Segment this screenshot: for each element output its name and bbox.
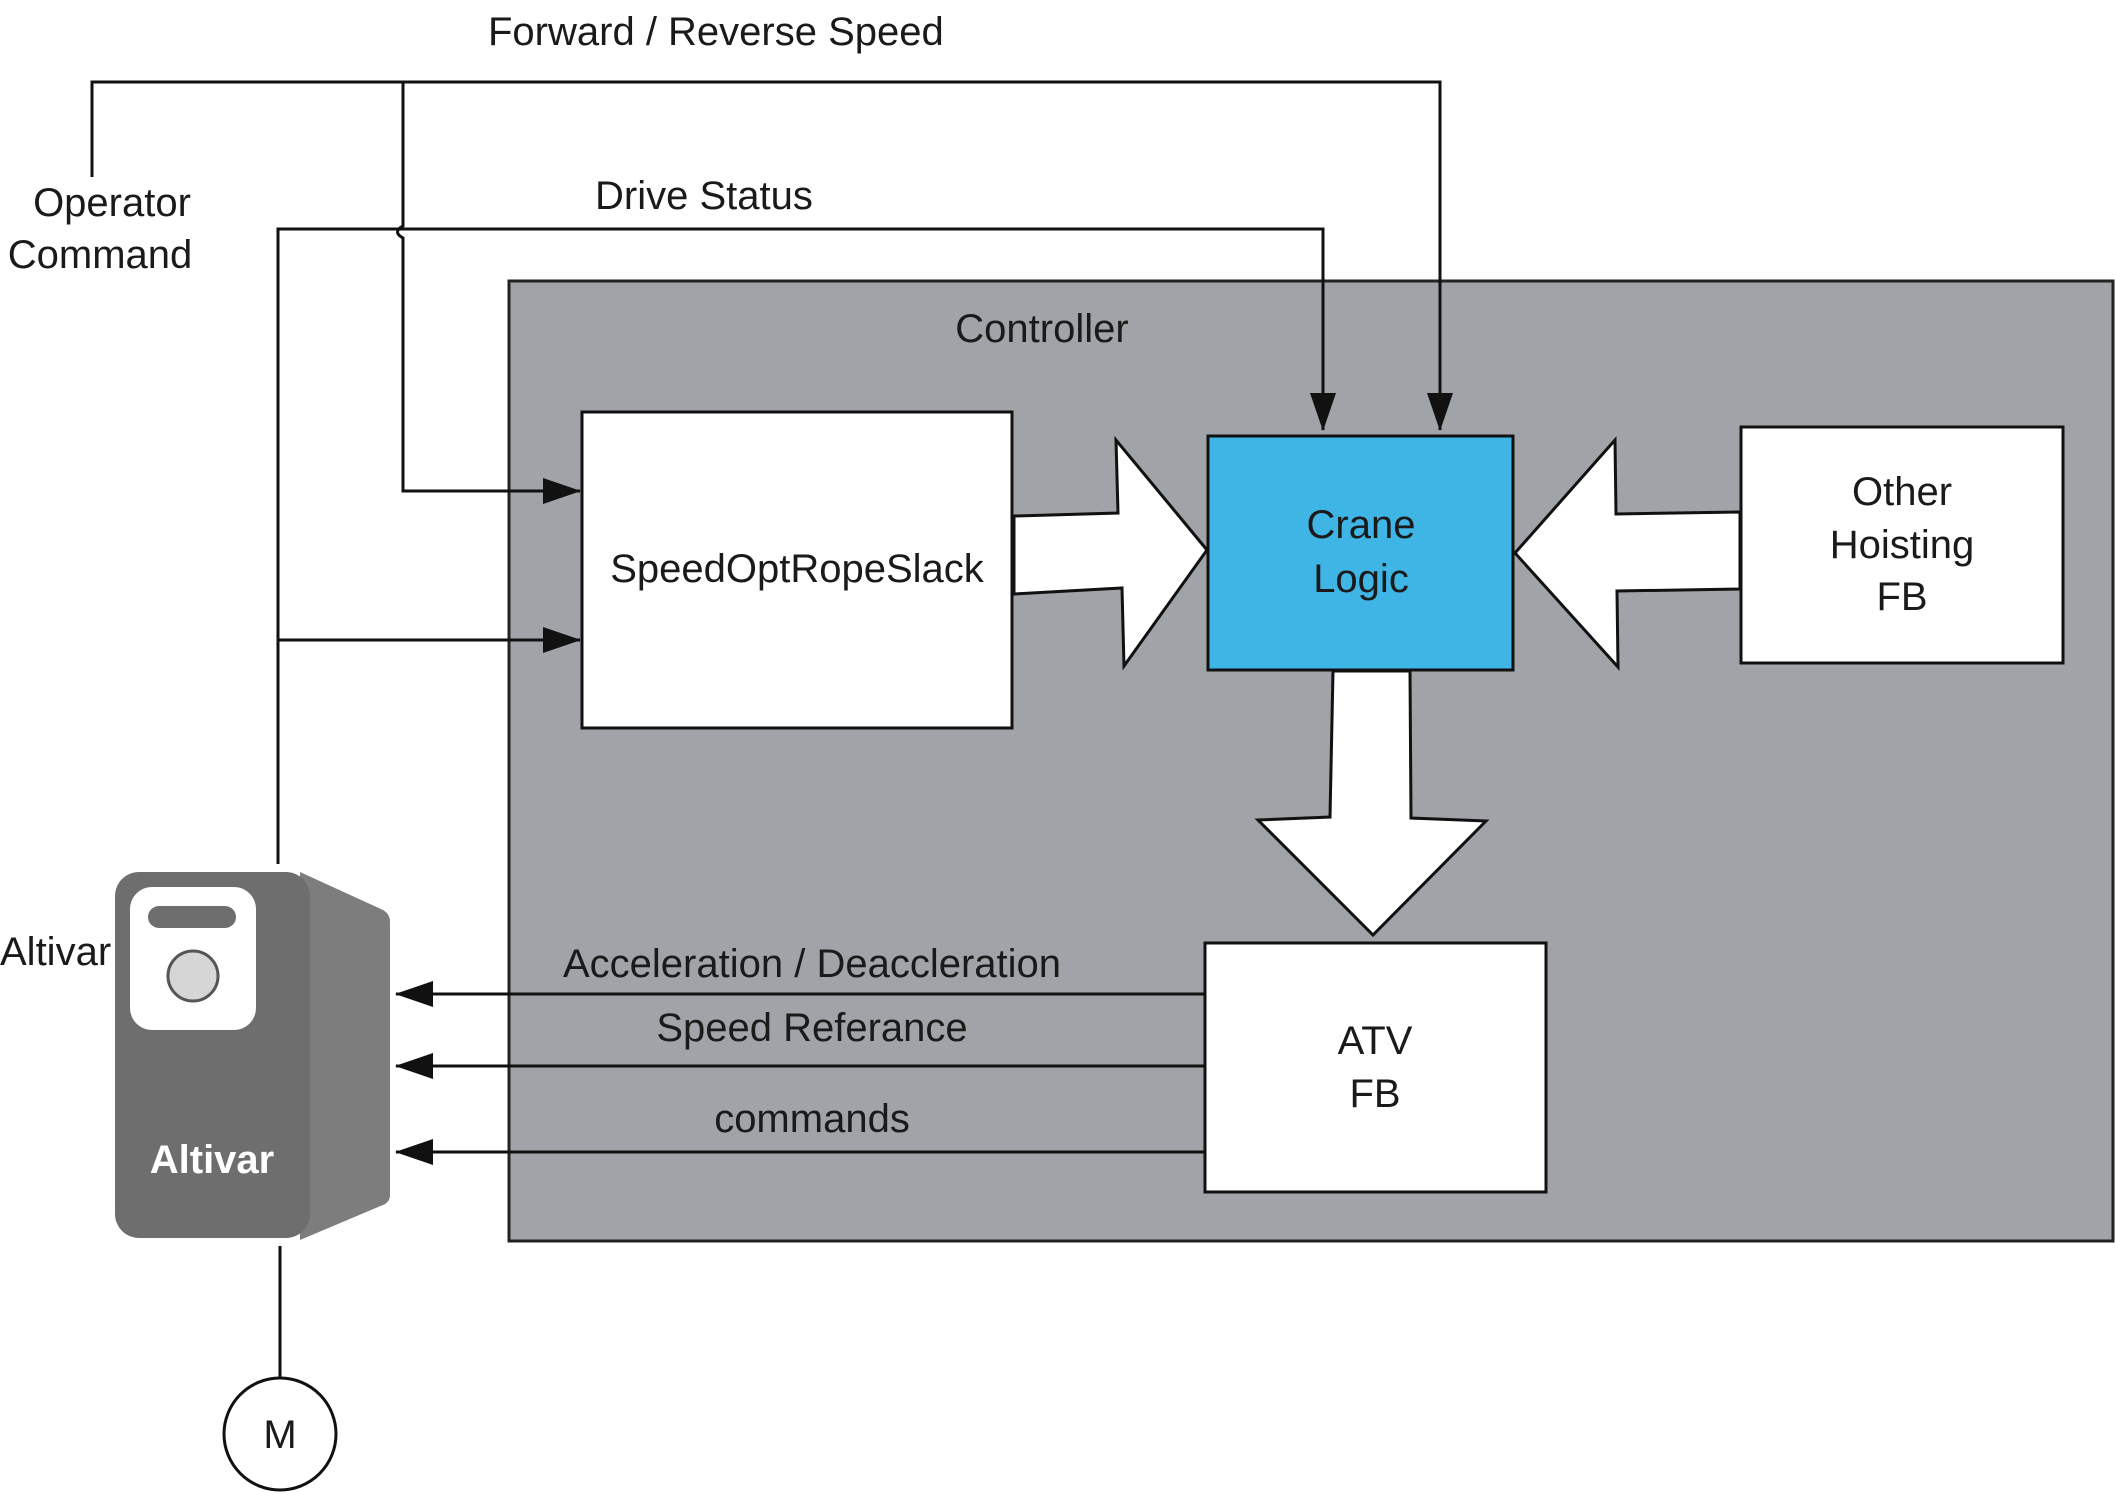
drive-knob	[166, 949, 220, 1003]
speed-branch-wire	[396, 82, 581, 504]
atv-fb-block	[1203, 941, 1548, 1194]
drive-status-wire	[276, 227, 1336, 864]
commands-label: commands	[714, 1097, 910, 1141]
atv-fb-label-2: FB	[1349, 1072, 1400, 1116]
crane-logic-label-2: Logic	[1313, 557, 1409, 601]
drive-side-panel	[300, 872, 390, 1240]
motor-circle	[222, 1376, 338, 1492]
motor-label: M	[263, 1413, 296, 1457]
other-to-crane-arrow	[1512, 436, 1742, 671]
altivar-drive: Altivar	[115, 872, 390, 1240]
drive-display	[148, 906, 236, 928]
other-hoisting-label-3: FB	[1876, 575, 1927, 619]
other-hoisting-block	[1739, 425, 2065, 665]
crane-to-atv-arrow	[1254, 669, 1490, 938]
atv-fb-label-1: ATV	[1338, 1019, 1413, 1063]
crane-logic-block	[1206, 434, 1515, 672]
operator-command-label-1: Operator	[33, 181, 191, 225]
forward-reverse-label: Forward / Reverse Speed	[488, 10, 944, 54]
other-hoisting-label-2: Hoisting	[1830, 523, 1975, 567]
operator-command-label-2: Command	[8, 233, 193, 277]
speedopt-label: SpeedOptRopeSlack	[610, 547, 985, 591]
controller-label: Controller	[955, 307, 1128, 351]
speedopt-block	[580, 410, 1014, 730]
drive-brand-label: Altivar	[150, 1138, 275, 1182]
drive-status-label: Drive Status	[595, 174, 813, 218]
other-hoisting-label-1: Other	[1852, 470, 1952, 514]
operator-command-wire	[90, 80, 1453, 431]
accel-label: Acceleration / Deaccleration	[563, 942, 1061, 986]
altivar-side-label: Altivar	[0, 930, 111, 974]
crane-logic-label-1: Crane	[1307, 503, 1416, 547]
speedopt-to-crane-arrow	[1012, 435, 1209, 671]
speed-ref-label: Speed Referance	[656, 1006, 967, 1050]
